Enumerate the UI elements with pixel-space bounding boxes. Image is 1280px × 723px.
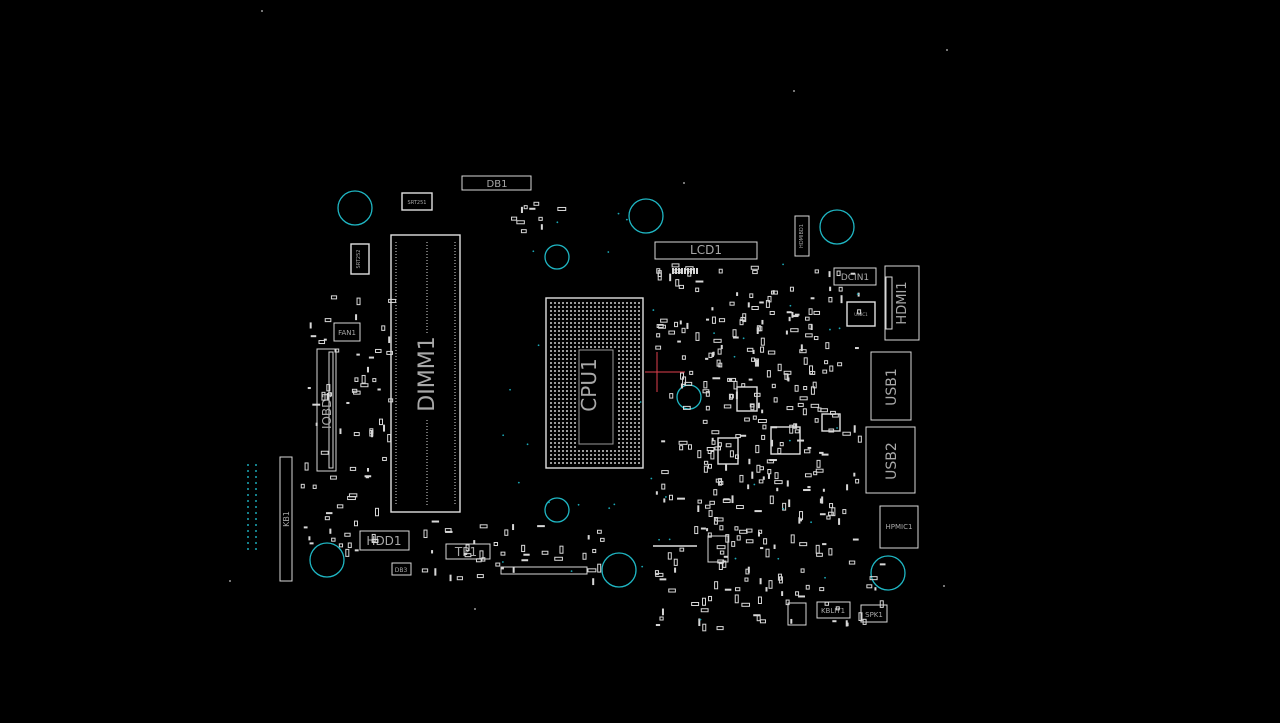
label-lcd1: LCD1: [690, 243, 722, 257]
label-db1: DB1: [487, 179, 508, 190]
connector-hdmibd1[interactable]: HDMIBD1: [794, 215, 810, 257]
label-dcin1: DCIN1: [841, 273, 869, 283]
mounting-hole: [601, 552, 637, 588]
label-srt251: SRT251: [408, 200, 427, 206]
mounting-hole: [337, 190, 373, 226]
label-hdmibd1: HDMIBD1: [799, 224, 805, 248]
label-cpu1: CPU1: [577, 358, 601, 411]
label-spk1: SPK1: [865, 611, 883, 619]
connector-hdmi1[interactable]: HDMI1: [884, 265, 920, 341]
label-usb1: USB1: [884, 368, 900, 406]
label-hdmi1: HDMI1: [895, 281, 910, 324]
connector-hpmic1[interactable]: HPMIC1: [879, 505, 919, 549]
mounting-hole: [544, 497, 570, 523]
label-kblit1: KBLIT1: [821, 607, 845, 615]
label-hpmic1: HPMIC1: [886, 523, 913, 531]
mounting-hole: [870, 555, 906, 591]
connector-spk1[interactable]: SPK1: [860, 604, 888, 623]
mounting-hole: [544, 244, 570, 270]
passive-components: [300, 201, 886, 632]
mounting-hole: [676, 384, 702, 410]
chip-pch-area[interactable]: [653, 386, 841, 626]
label-usbc1: USBC1: [854, 312, 868, 317]
chip-cpu1[interactable]: CPU1: [545, 297, 644, 469]
connector-db3[interactable]: DB3: [391, 562, 412, 576]
cpu-ball-grid: [550, 302, 640, 464]
connector-hdd1[interactable]: HDD1: [359, 530, 410, 551]
label-db3: DB3: [395, 567, 408, 574]
mounting-holes: [309, 190, 906, 591]
label-dimm1: DIMM1: [415, 336, 440, 411]
connector-usb2[interactable]: USB2: [865, 426, 916, 494]
probe-cursor: [645, 352, 685, 392]
mounting-hole: [628, 198, 664, 234]
component-srt251[interactable]: SRT251: [401, 192, 433, 211]
component-srt252[interactable]: SRT252: [350, 243, 370, 275]
connector-db1[interactable]: DB1: [461, 175, 532, 191]
chip-usbc1[interactable]: USBC1: [846, 301, 876, 327]
connector-dcin1[interactable]: DCIN1: [833, 267, 877, 286]
connector-kb1[interactable]: KB1: [279, 456, 293, 582]
connector-usb1[interactable]: USB1: [870, 351, 912, 421]
connector-fpc-bottom[interactable]: [500, 566, 588, 575]
label-kb1: KB1: [282, 511, 291, 527]
connector-fan1[interactable]: FAN1: [333, 322, 361, 342]
connector-lcd1[interactable]: LCD1: [654, 241, 758, 260]
kb1-via-field: [247, 464, 257, 550]
stray-dots: [229, 10, 948, 610]
connector-kblit1[interactable]: KBLIT1: [816, 601, 851, 619]
mounting-hole: [819, 209, 855, 245]
label-usb2: USB2: [884, 442, 900, 480]
label-srt252: SRT252: [356, 250, 362, 269]
mounting-hole: [309, 542, 345, 578]
label-fan1: FAN1: [338, 329, 356, 337]
socket-dimm1[interactable]: DIMM1: [390, 234, 461, 513]
connector-iobd1[interactable]: IOBD1: [316, 348, 337, 472]
